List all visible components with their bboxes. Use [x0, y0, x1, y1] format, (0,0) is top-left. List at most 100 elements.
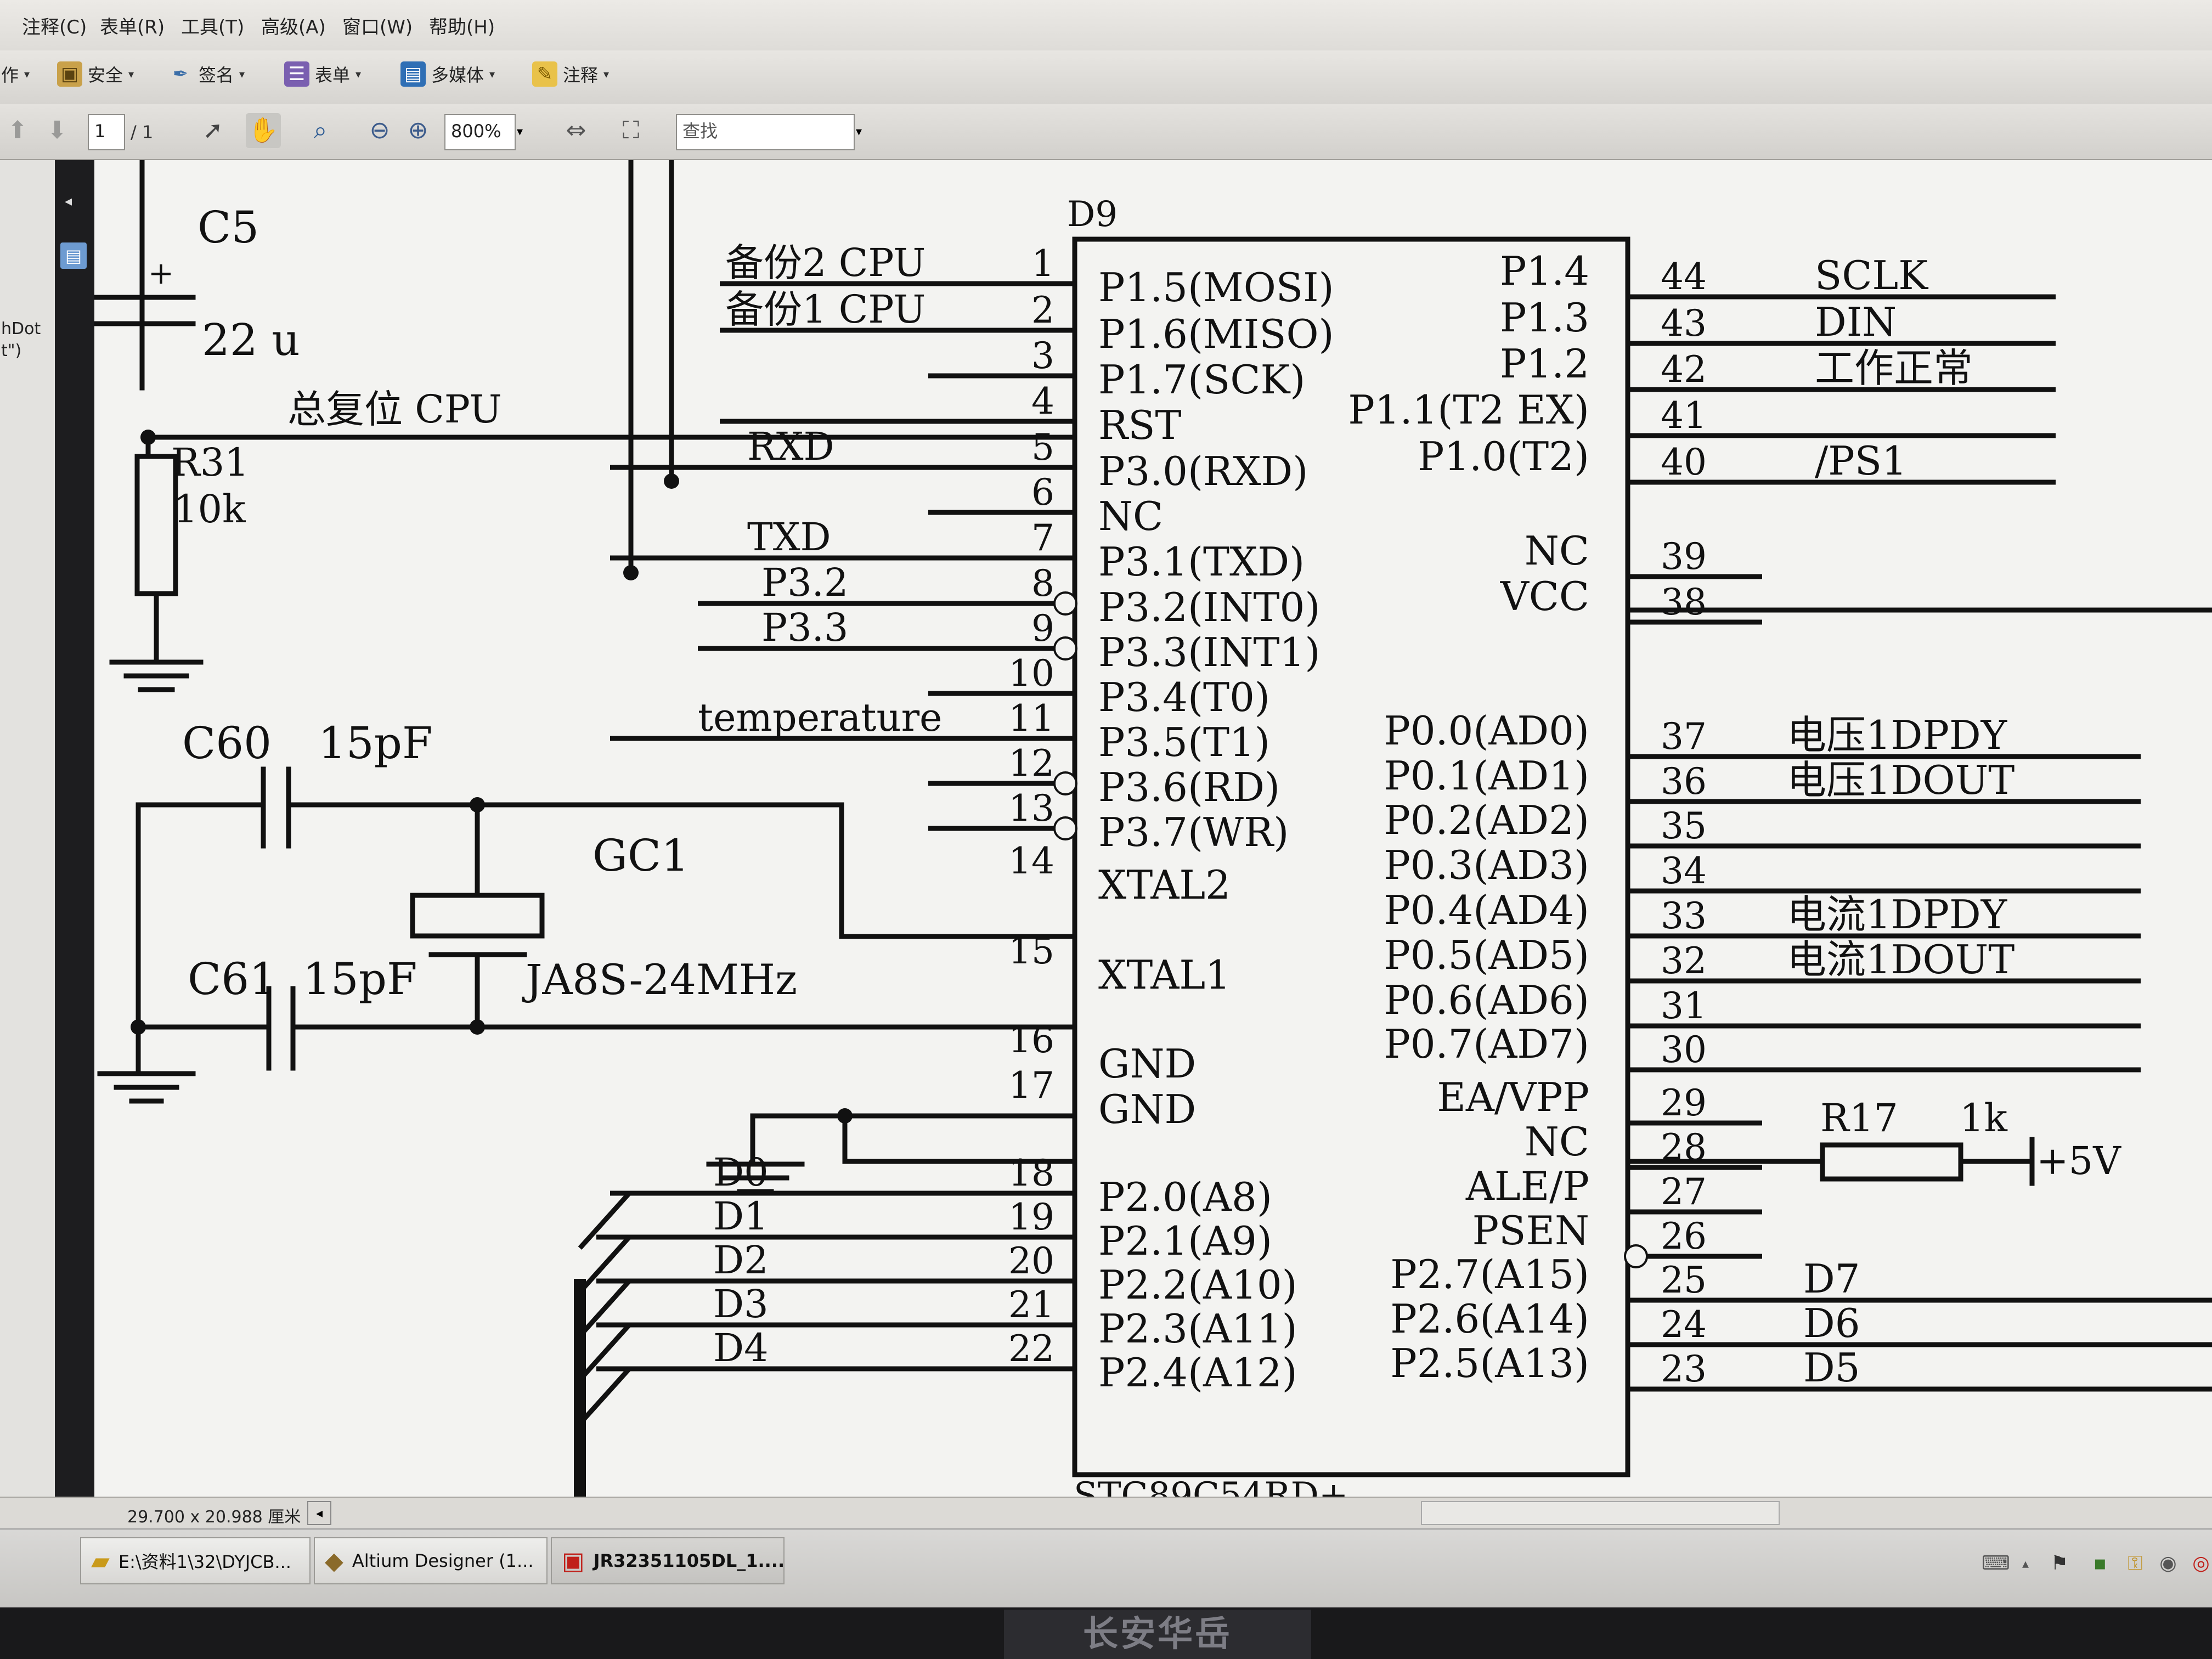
multimedia-button[interactable]: ▤ 多媒体▾	[400, 60, 495, 88]
pin-number: 37	[1661, 715, 1707, 758]
pin-name: P3.6(RD)	[1098, 764, 1280, 810]
previous-page-icon[interactable]: ⬆	[7, 116, 28, 144]
scroll-left-icon[interactable]: ◂	[307, 1501, 331, 1525]
fit-width-icon[interactable]: ⇔	[566, 116, 586, 144]
security-tray-icon[interactable]: ⚿	[2128, 1552, 2143, 1575]
net-label: D4	[713, 1325, 769, 1370]
c5-plus: +	[148, 256, 174, 291]
chevron-down-icon: ▾	[24, 67, 30, 81]
reset-net-label: 总复位 CPU	[287, 387, 502, 432]
zoom-level-input[interactable]: 800%	[444, 114, 516, 150]
c60-value: 15pF	[318, 718, 433, 769]
pin-name: NC	[1525, 528, 1589, 574]
r17-label: R17	[1820, 1096, 1898, 1141]
bus-entry	[578, 1191, 631, 1250]
zoom-marquee-icon[interactable]: ⌕	[313, 116, 328, 144]
pin-name: GND	[1098, 1086, 1196, 1132]
navigation-pane: ◂ ▤	[55, 160, 94, 1515]
net-label: RXD	[747, 424, 834, 469]
zoom-out-icon[interactable]: ⊖	[369, 116, 390, 144]
pin-name: P2.2(A10)	[1098, 1262, 1297, 1308]
speech-bubble-icon: ✎	[532, 61, 557, 87]
page-number-input[interactable]: 1	[88, 114, 125, 150]
fit-page-icon[interactable]: ⛶	[622, 116, 640, 144]
pin-number: 12	[1008, 742, 1054, 785]
chevron-down-icon[interactable]: ▾	[517, 125, 523, 139]
net-label: 备份1 CPU	[725, 287, 926, 332]
junction-dot	[623, 565, 639, 580]
chip-ref: D9	[1067, 194, 1118, 235]
tray-expand-icon[interactable]: ▴	[2022, 1556, 2029, 1571]
pin-number: 41	[1661, 394, 1707, 437]
menu-window[interactable]: 窗口(W)	[342, 16, 413, 38]
net-label: SCLK	[1815, 252, 1928, 298]
pin-name: PSEN	[1472, 1207, 1589, 1254]
flag-icon[interactable]: ⚑	[2050, 1552, 2069, 1575]
folder-icon: ▰	[91, 1547, 110, 1575]
security-button[interactable]: ▣ 安全▾	[57, 60, 134, 88]
chevron-down-icon: ▾	[128, 67, 134, 81]
pin-name: NC	[1098, 493, 1163, 539]
pin-number: 29	[1661, 1082, 1707, 1124]
collapse-arrow-icon[interactable]: ◂	[65, 193, 72, 210]
pin-number: 40	[1661, 441, 1707, 483]
taskbar-altium[interactable]: ◆ Altium Designer (1...	[314, 1537, 548, 1584]
taskbar-pdf[interactable]: ▣ JR32351105DL_1....	[551, 1537, 785, 1584]
pin-number: 24	[1661, 1304, 1707, 1346]
c5-value: 22 u	[202, 314, 300, 365]
pin-number: 9	[1031, 607, 1054, 650]
menu-help[interactable]: 帮助(H)	[429, 16, 495, 38]
select-tool-icon[interactable]: ➚	[202, 116, 223, 144]
pin-name: P0.5(AD5)	[1384, 932, 1589, 978]
find-input[interactable]: 查找	[676, 114, 855, 150]
menu-advanced[interactable]: 高级(A)	[261, 16, 326, 38]
menu-comment[interactable]: 注释(C)	[22, 16, 87, 38]
forms-button[interactable]: ☰ 表单▾	[284, 60, 361, 88]
menu-tools[interactable]: 工具(T)	[181, 16, 245, 38]
pin-number: 32	[1661, 940, 1707, 982]
taskbar: ▰ E:\资料1\32\DYJCB... ◆ Altium Designer (…	[0, 1528, 2212, 1607]
nvidia-icon[interactable]: ▪	[2093, 1552, 2107, 1575]
zoom-in-icon[interactable]: ⊕	[408, 116, 428, 144]
sign-button[interactable]: ✒ 签名▾	[168, 60, 245, 88]
taskbar-pdf-label: JR32351105DL_1....	[593, 1550, 785, 1571]
r31-value: 10k	[173, 487, 246, 532]
hand-tool-icon[interactable]: ✋	[246, 113, 281, 148]
comment-button[interactable]: ✎ 注释▾	[532, 60, 609, 88]
net-label: DIN	[1815, 299, 1897, 345]
net-label: 备份2 CPU	[725, 240, 926, 285]
net-label: temperature	[698, 695, 942, 740]
net-label: 电流1DOUT	[1787, 936, 2015, 983]
inverter-bubble	[1053, 816, 1077, 840]
pin-number: 39	[1661, 535, 1707, 578]
net-label: D3	[713, 1282, 769, 1327]
pin-name: XTAL1	[1098, 952, 1231, 998]
pin-name: GND	[1098, 1041, 1196, 1087]
pin-name: P2.5(A13)	[1390, 1340, 1589, 1386]
app-tray-icon[interactable]: ◎	[2192, 1552, 2210, 1575]
pin-name: P3.7(WR)	[1098, 809, 1289, 855]
menu-forms[interactable]: 表单(R)	[100, 16, 165, 38]
pin-name: P2.7(A15)	[1390, 1251, 1589, 1297]
network-icon[interactable]: ◉	[2159, 1552, 2177, 1575]
junction-dot	[140, 430, 156, 445]
taskbar-explorer[interactable]: ▰ E:\资料1\32\DYJCB...	[80, 1537, 311, 1584]
pin-number: 11	[1008, 697, 1054, 740]
pin-number: 27	[1661, 1171, 1707, 1213]
pin-number: 1	[1031, 242, 1054, 285]
pages-icon[interactable]: ▤	[60, 242, 87, 269]
create-button[interactable]: 作▾	[1, 60, 30, 88]
keyboard-icon[interactable]: ⌨	[1982, 1552, 2010, 1575]
horizontal-scrollbar[interactable]	[1421, 1501, 1780, 1525]
pin-number: 43	[1661, 302, 1707, 345]
chevron-down-icon[interactable]: ▾	[856, 125, 862, 139]
chevron-down-icon: ▾	[239, 67, 245, 81]
pin-name: P1.1(T2 EX)	[1348, 387, 1589, 433]
altium-icon: ◆	[325, 1547, 343, 1575]
next-page-icon[interactable]: ⬇	[47, 116, 67, 144]
net-label: 工作正常	[1815, 345, 1973, 391]
pin-number: 22	[1008, 1328, 1054, 1370]
c60-label: C60	[182, 718, 272, 769]
